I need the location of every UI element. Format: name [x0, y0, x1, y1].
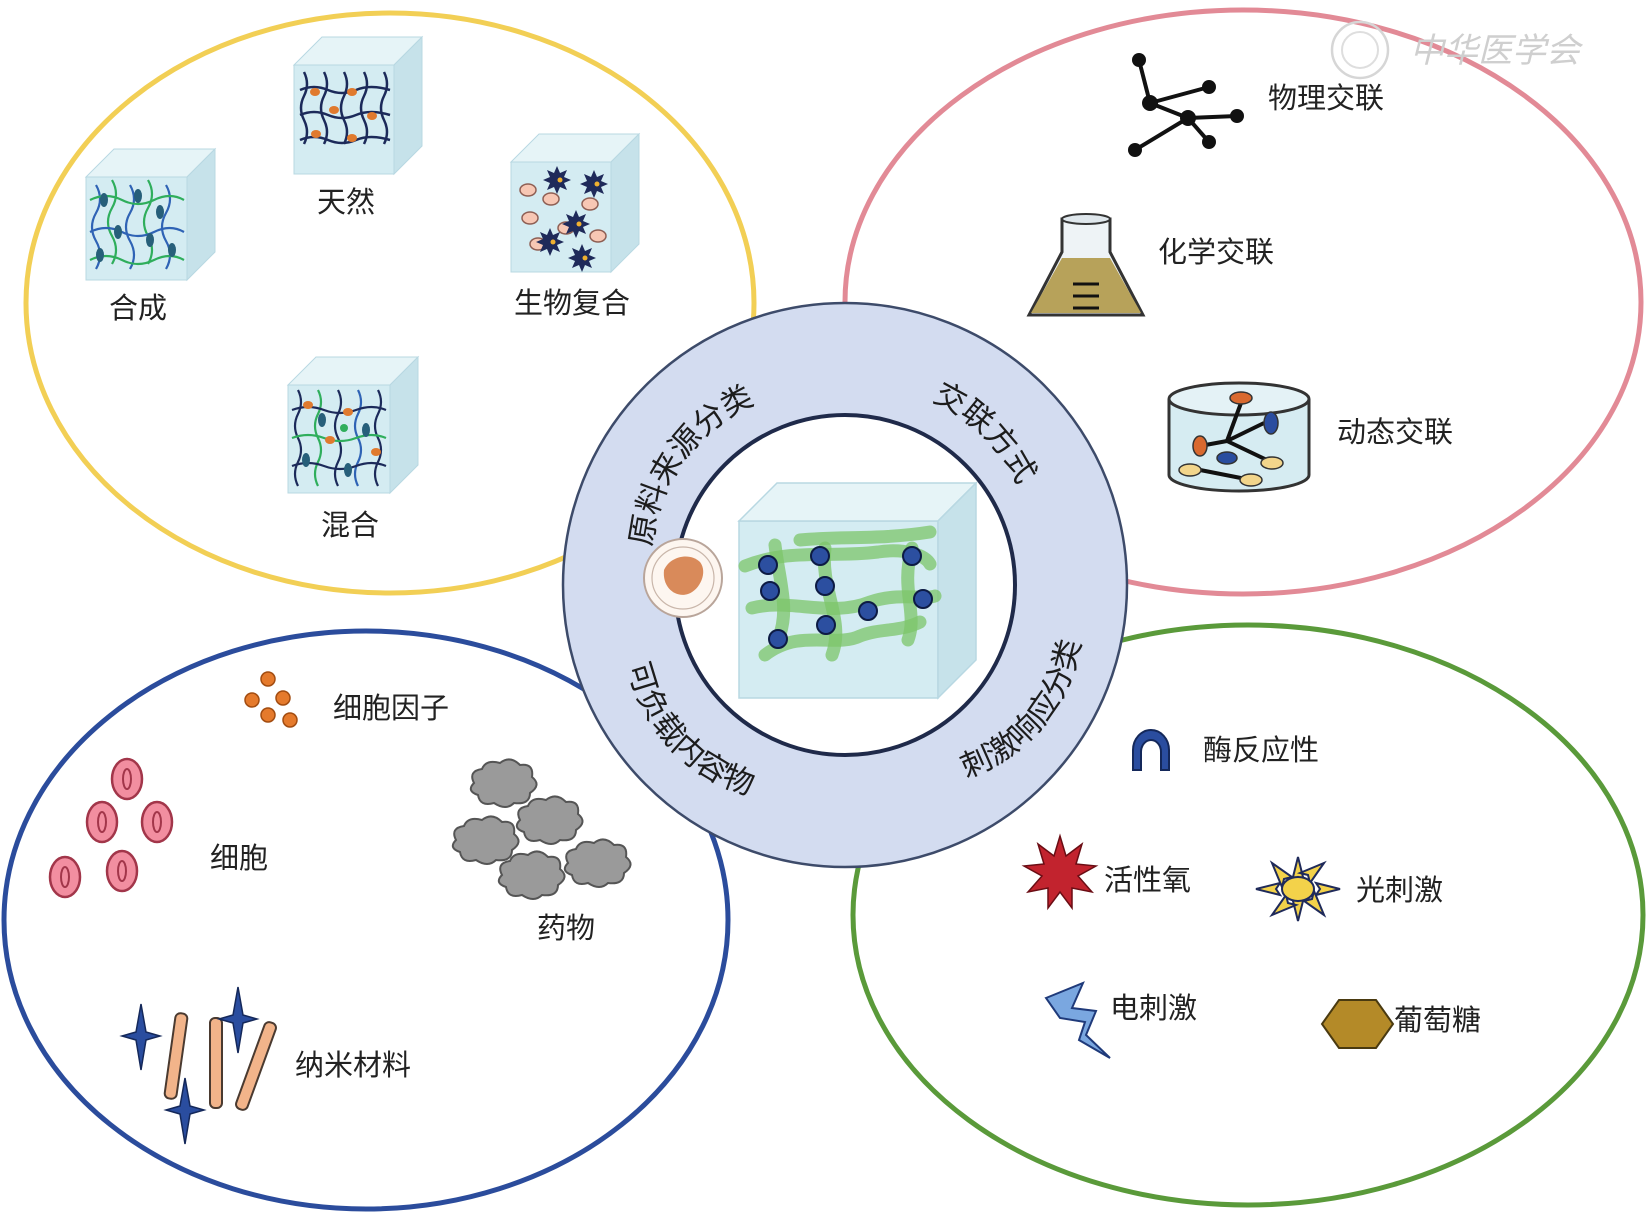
cytokines-icon: [244, 671, 298, 728]
label-cytokines: 细胞因子: [333, 691, 449, 725]
biocomposite-hydrogel-icon: [509, 132, 641, 274]
dynamic-crosslink-icon: [1167, 381, 1311, 493]
chemical-flask-icon: [1026, 213, 1146, 317]
drugs-icon: [451, 758, 632, 900]
synthetic-hydrogel-icon: [84, 147, 217, 282]
label-drugs: 药物: [537, 911, 595, 945]
label-natural: 天然: [317, 185, 375, 219]
label-hybrid: 混合: [321, 508, 379, 542]
central-hydrogel-cube-icon: [737, 481, 978, 700]
light-stimulus-icon: [1255, 856, 1341, 922]
load-ellipse: [1, 628, 731, 1212]
label-chemical-crosslink: 化学交联: [1158, 235, 1274, 269]
source-ellipse: [23, 10, 757, 596]
label-ros: 活性氧: [1104, 863, 1191, 897]
label-synthetic: 合成: [109, 291, 167, 325]
hybrid-hydrogel-icon: [286, 355, 420, 495]
label-electric-stimulus: 电刺激: [1110, 991, 1197, 1025]
label-biocomposite: 生物复合: [514, 286, 630, 320]
watermark-text: 中华医学会: [1410, 31, 1584, 71]
label-dynamic-crosslink: 动态交联: [1337, 415, 1453, 449]
physical-crosslink-icon: [1128, 53, 1244, 157]
nanomaterials-icon: [119, 986, 277, 1145]
label-light-stimulus: 光刺激: [1356, 873, 1443, 907]
natural-hydrogel-icon: [292, 35, 424, 176]
label-nanomaterials: 纳米材料: [295, 1048, 411, 1082]
glucose-icon: [1320, 999, 1395, 1049]
label-enzyme: 酶反应性: [1203, 733, 1319, 767]
label-physical-crosslink: 物理交联: [1268, 81, 1384, 115]
electric-stimulus-icon: [1044, 981, 1111, 1059]
watermark-logo: 中华医学会: [1330, 20, 1584, 80]
label-glucose: 葡萄糖: [1394, 1003, 1481, 1037]
cells-icon: [48, 757, 174, 899]
ros-icon: [1021, 833, 1099, 911]
label-cells: 细胞: [210, 841, 268, 875]
stimuli-ellipse: [850, 622, 1646, 1208]
enzyme-icon: [1132, 729, 1170, 771]
association-seal-logo: [643, 538, 723, 618]
